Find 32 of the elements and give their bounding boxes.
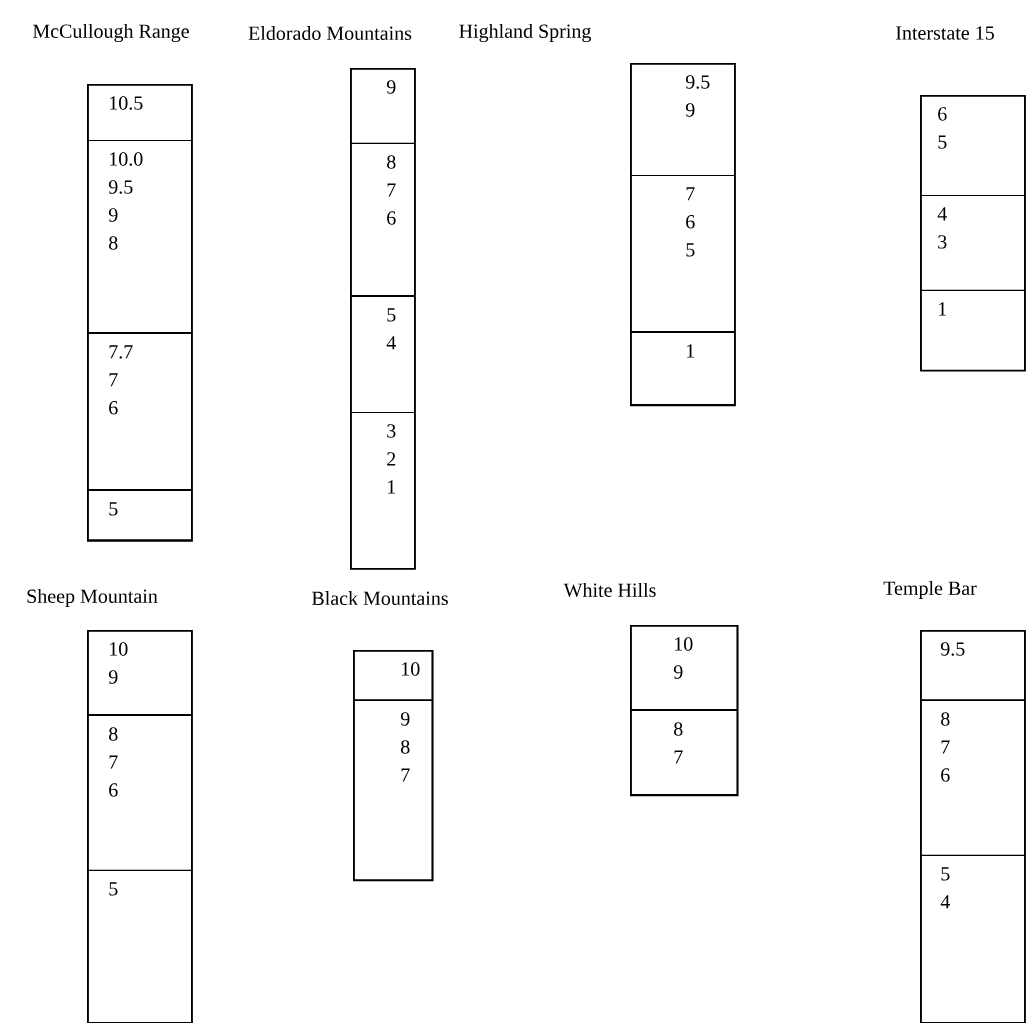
segment-box: 5 <box>87 490 193 541</box>
column-title: McCullough Range <box>33 23 189 43</box>
segment-box: 5 4 <box>920 855 1026 1023</box>
column-title: Interstate 15 <box>896 26 994 40</box>
column-title: Eldorado Mountains <box>248 25 412 40</box>
segment-box: 10 9 <box>87 630 193 716</box>
column-title: Highland Spring <box>459 23 591 43</box>
column-title: Black Mountains <box>312 590 448 606</box>
segment-box: 5 4 <box>350 296 416 414</box>
segment-box: 9 8 7 <box>353 700 433 882</box>
segment-box: 10.5 <box>87 84 193 142</box>
column-title: Temple Bar <box>883 580 977 600</box>
segment-box: 6 5 <box>920 95 1026 197</box>
segment-box: 7 6 5 <box>630 175 736 333</box>
segment-box: 4 3 <box>920 195 1026 291</box>
segment-box: 8 7 6 <box>920 700 1026 856</box>
segment-box: 9.5 9 <box>630 63 736 177</box>
segment-box: 10 9 <box>630 625 738 711</box>
segment-box: 1 <box>630 332 736 406</box>
segment-box: 3 2 1 <box>350 412 416 570</box>
segment-box: 5 <box>87 870 193 1023</box>
segment-box: 1 <box>920 290 1026 372</box>
segment-box: 8 7 6 <box>87 715 193 871</box>
segment-box: 8 7 6 <box>350 143 416 297</box>
segment-box: 9.5 <box>920 630 1026 701</box>
column-title: Sheep Mountain <box>27 588 158 608</box>
segment-box: 8 7 <box>630 710 738 796</box>
segment-box: 9 <box>350 68 416 144</box>
segment-box: 10.0 9.5 9 8 <box>87 140 193 334</box>
segment-box: 7.7 7 6 <box>87 333 193 491</box>
column-title: White Hills <box>563 582 656 598</box>
segment-box: 10 <box>353 650 433 701</box>
